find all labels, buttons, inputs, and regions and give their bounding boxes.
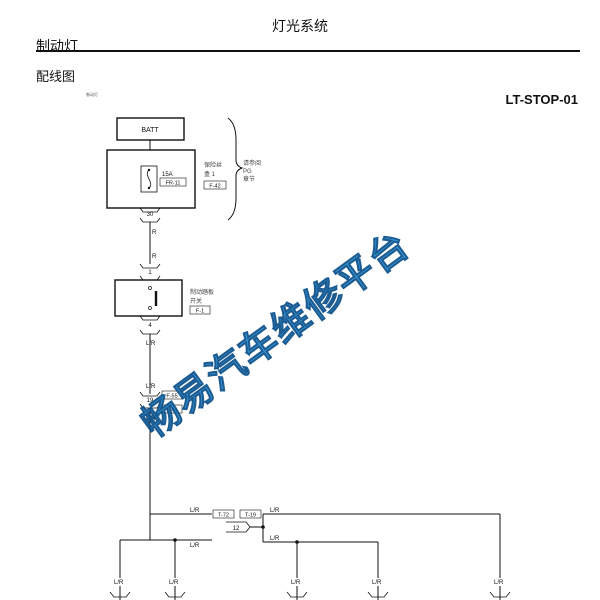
bottom-wire-5: L/R (494, 580, 504, 586)
switch-name-2: 开关 (190, 297, 202, 305)
bottom-connector-4-icon (367, 591, 389, 598)
bottom-connector-1-icon (109, 591, 131, 598)
wire-lr2-label: L/R (146, 384, 156, 390)
connector-4-icon (139, 315, 161, 321)
brake-switch-box (114, 279, 183, 317)
bottom-connector-5-icon (489, 591, 511, 598)
bottom-wire-4: L/R (372, 580, 382, 586)
joint-19-conn-top-box (161, 390, 183, 400)
tiny-note: 制动灯 (86, 92, 98, 97)
joint-19-conn-top: F-55 (166, 394, 177, 400)
fuse-box-name-1: 保险丝 (204, 161, 222, 169)
bottom-wire-2: L/R (169, 580, 179, 586)
fuse-box (106, 149, 196, 209)
junction-pin-12: 12 (233, 526, 240, 532)
fuse-terminal-bottom (147, 186, 151, 190)
junction-wire-right: L/R (270, 508, 280, 514)
switch-conn: F-1 (196, 309, 204, 315)
subsection-title: 配线图 (36, 70, 76, 85)
junction-wire-lower-right: L/R (270, 536, 280, 542)
junction-dot-mid (261, 525, 265, 529)
junction-conn-b-box (239, 509, 262, 519)
fuse-tag: FR-11 (166, 181, 181, 187)
fuse-tag-box (159, 177, 187, 187)
connector-1-icon (139, 263, 161, 269)
page-title: 灯光系统 (272, 19, 328, 35)
fuse-conn-box (203, 180, 227, 190)
fuse-symbol (140, 165, 158, 193)
diagram-code: LT-STOP-01 (505, 92, 578, 107)
bottom-connector-3-icon (286, 591, 308, 598)
junction-conn-a: T-72 (218, 513, 229, 519)
batt-label: BATT (141, 127, 159, 134)
bottom-connector-2-icon (164, 591, 186, 598)
brace-note-1: 请参阅 (243, 159, 261, 167)
connector-30-lower-icon (139, 217, 161, 223)
header-divider (36, 50, 580, 52)
switch-name-1: 制动踏板 (190, 288, 214, 296)
junction-conn-b: T-19 (245, 513, 256, 519)
brace-note-2: PG (243, 169, 252, 175)
wire-lr1-label: L/R (146, 341, 156, 347)
joint-19-conn-bottom-box (161, 404, 183, 414)
brace-icon (227, 117, 244, 221)
fuse-rating: 15A (162, 172, 173, 178)
switch-contact-bottom (148, 306, 152, 310)
fuse-box-name-2: 盒 1 (204, 170, 216, 178)
fuse-conn: F-42 (209, 184, 220, 190)
connector-4-lower-icon (139, 329, 161, 335)
junction-wire-left: L/R (190, 508, 200, 514)
bottom-wire-1: L/R (114, 580, 124, 586)
switch-pin-bottom: 4 (148, 323, 152, 329)
wire-r2-label: R (152, 254, 157, 260)
junction-conn-a-box (212, 509, 235, 519)
fuse-element-icon (146, 169, 152, 189)
switch-contact-top (148, 286, 152, 290)
brace-note-3: 章节 (243, 175, 255, 183)
bottom-wire-3: L/R (291, 580, 301, 586)
switch-pin-top: 1 (148, 270, 152, 276)
junction-wire-lower-left: L/R (190, 543, 200, 549)
connector-19-icon (139, 391, 161, 397)
fuse-terminal-top (147, 168, 151, 172)
joint-19-pin: 19 (147, 398, 154, 404)
wire-r1-label: R (152, 230, 157, 236)
wire-lr3-label: L/R (146, 416, 156, 422)
switch-conn-box (189, 305, 211, 315)
joint-19-conn-bottom: L-43 (166, 408, 177, 414)
pin-30: 30 (147, 212, 154, 218)
connector-30-icon (139, 207, 161, 213)
